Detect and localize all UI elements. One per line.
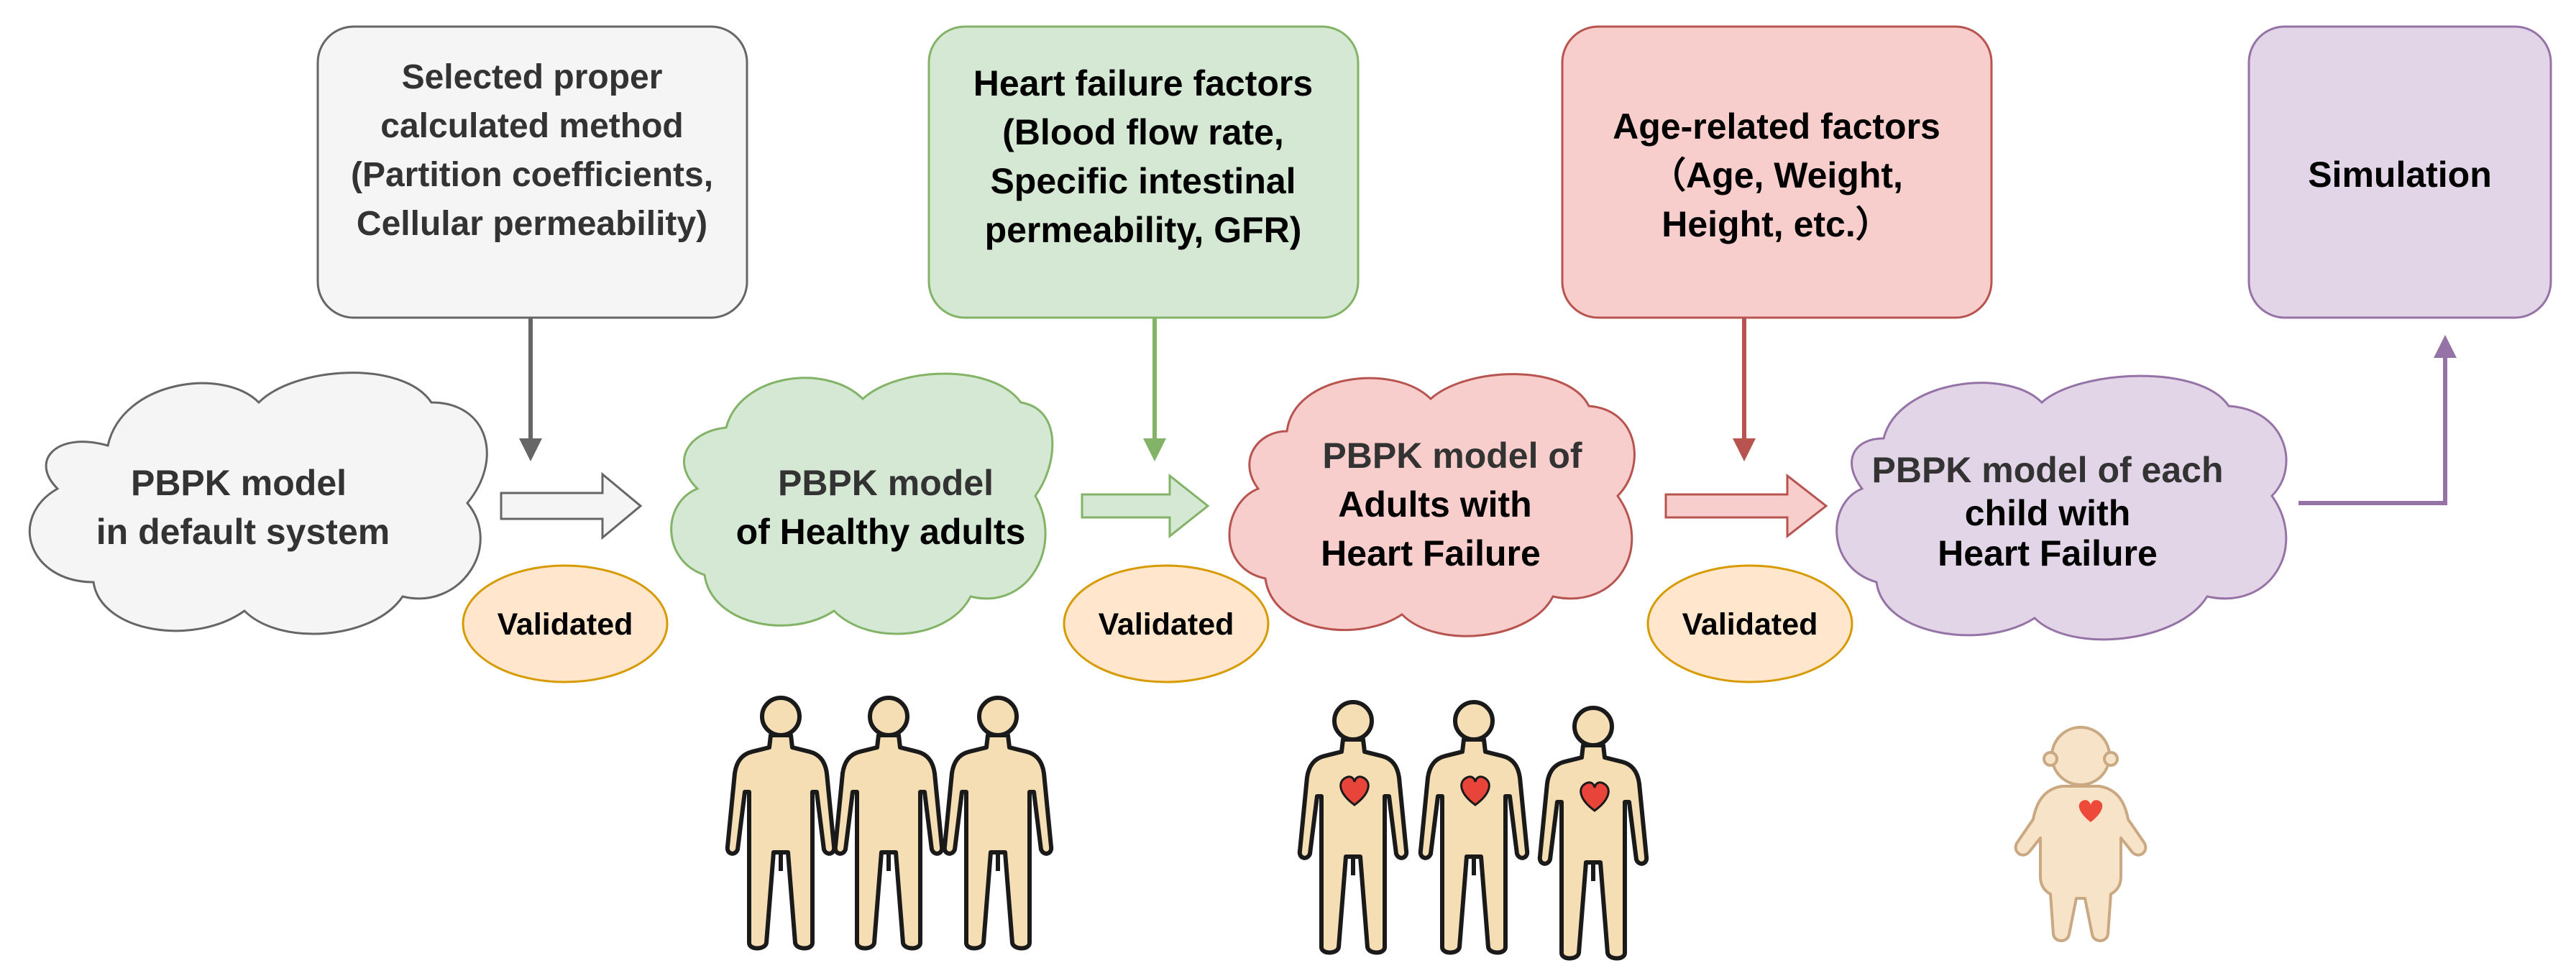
cloud-healthy-line-1: PBPK model <box>778 463 994 503</box>
cloud-child-heart-failure: PBPK model of each child with Heart Fail… <box>1835 374 2288 641</box>
cloud-child-hf-line-3: Heart Failure <box>1938 533 2158 573</box>
cloud-child-hf-line-2: child with <box>1965 493 2131 533</box>
healthy-adult-figure-icon <box>728 698 834 949</box>
factor-box-method-line-3: (Partition coefficients, <box>351 156 713 194</box>
block-arrow-adults-hf-to-child <box>1664 473 1828 539</box>
factor-box-simulation-label: Simulation <box>2308 155 2492 195</box>
arrow-method-down <box>519 318 542 461</box>
cloud-default-line-2: in default system <box>96 512 390 552</box>
cloud-healthy-adults: PBPK model of Healthy adults <box>670 372 1054 635</box>
cloud-adults-heart-failure: PBPK model of Adults with Heart Failure <box>1228 373 1636 637</box>
heart-failure-adult-figure-icon <box>1300 702 1406 953</box>
factor-box-heart-failure-line-1: Heart failure factors <box>973 63 1313 103</box>
factor-box-age-line-3: Height, etc.） <box>1661 204 1891 244</box>
validated-badge-1: Validated <box>462 564 669 683</box>
heart-failure-adult-figure-icon <box>1540 708 1646 959</box>
arrow-age-down <box>1733 318 1756 461</box>
validated-badge-3-label: Validated <box>1682 607 1818 642</box>
healthy-adult-figure-icon <box>945 698 1051 949</box>
block-arrow-default-to-healthy <box>500 471 643 540</box>
validated-badge-3: Validated <box>1646 564 1853 683</box>
factor-box-method-line-4: Cellular permeability) <box>357 205 707 243</box>
block-arrow-healthy-to-adults-hf <box>1081 473 1210 539</box>
child-heart-icon <box>2078 800 2103 822</box>
cloud-healthy-line-2: of Healthy adults <box>736 512 1026 552</box>
validated-badge-1-label: Validated <box>498 607 633 642</box>
factor-box-simulation: Simulation <box>2247 25 2552 319</box>
factor-box-heart-failure-line-4: permeability, GFR) <box>985 210 1302 250</box>
child-with-heart-icon <box>2014 726 2148 942</box>
cloud-default-model: PBPK model in default system <box>28 372 488 635</box>
healthy-adult-figure-icon <box>835 698 942 949</box>
factor-box-heart-failure-line-3: Specific intestinal <box>990 161 1296 201</box>
cloud-default-line-1: PBPK model <box>131 463 347 503</box>
factor-box-method: Selected proper calculated method (Parti… <box>316 25 748 319</box>
arrow-heart-failure-down <box>1143 318 1166 461</box>
factor-box-age-line-1: Age-related factors <box>1613 106 1940 147</box>
cloud-adults-hf-line-2: Adults with <box>1338 484 1531 525</box>
heart-failure-adults-group <box>1300 702 1646 959</box>
heart-failure-adult-figure-icon <box>1421 702 1527 953</box>
healthy-adults-group <box>728 698 1051 949</box>
cloud-child-hf-line-1: PBPK model of each <box>1872 450 2224 490</box>
factor-box-age-line-2: （Age, Weight, <box>1650 155 1903 195</box>
arrow-to-simulation <box>2298 335 2457 505</box>
factor-box-method-line-1: Selected proper <box>402 58 663 96</box>
cloud-adults-hf-line-1: PBPK model of <box>1322 436 1582 476</box>
validated-badge-2-label: Validated <box>1099 607 1234 642</box>
factor-box-method-line-2: calculated method <box>380 107 683 145</box>
validated-badge-2: Validated <box>1063 564 1270 683</box>
factor-box-age: Age-related factors （Age, Weight, Height… <box>1561 25 1993 319</box>
cloud-adults-hf-line-3: Heart Failure <box>1321 533 1541 573</box>
factor-box-heart-failure-line-2: (Blood flow rate, <box>1002 112 1284 152</box>
factor-box-heart-failure: Heart failure factors (Blood flow rate, … <box>927 25 1360 319</box>
